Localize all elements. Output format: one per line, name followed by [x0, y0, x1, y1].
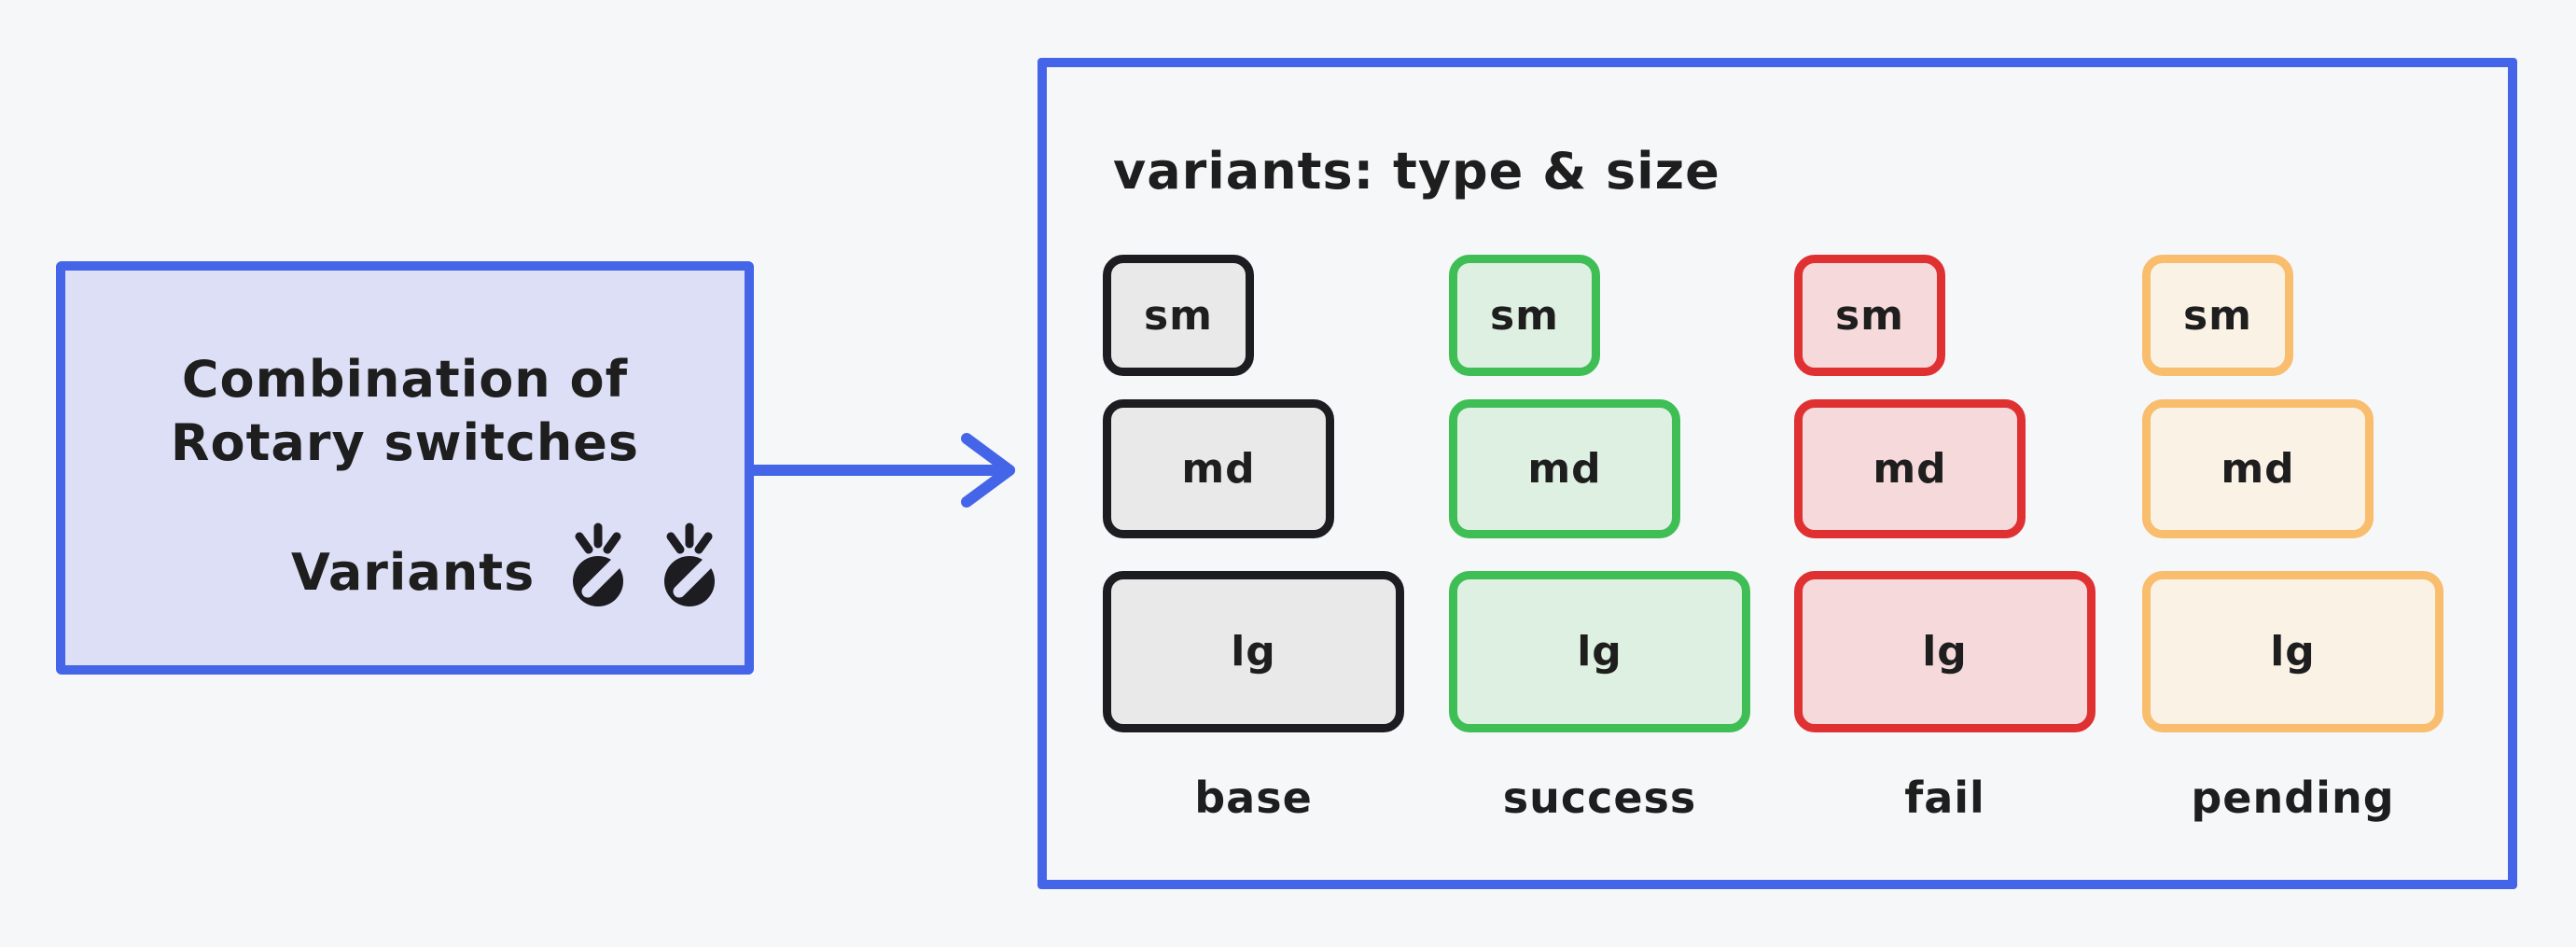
panel-title: variants: type & size	[1113, 142, 1720, 201]
rotary-knob-icon	[664, 522, 716, 606]
column-label-fail: fail	[1904, 773, 1985, 823]
left-card-title-line1: Combination of	[181, 350, 629, 409]
arrow-right-connector	[750, 433, 1015, 508]
switch-fail-lg: lg	[1794, 571, 2096, 732]
variants-panel: variants: type & size sm md lg base sm m…	[1037, 58, 2517, 889]
switch-success-lg: lg	[1449, 571, 1750, 732]
variant-column-fail: sm md lg fail	[1794, 67, 2096, 880]
left-card: Combination of Rotary switches Variants	[56, 261, 754, 675]
switch-success-sm: sm	[1449, 255, 1600, 376]
variant-column-pending: sm md lg pending	[2142, 67, 2444, 880]
left-card-subtitle: Variants	[291, 542, 536, 602]
column-label-success: success	[1502, 773, 1697, 823]
switch-base-md: md	[1103, 399, 1334, 538]
switch-pending-md: md	[2142, 399, 2374, 538]
switch-pending-lg: lg	[2142, 571, 2444, 732]
switch-fail-sm: sm	[1794, 255, 1945, 376]
switch-base-lg: lg	[1103, 571, 1404, 732]
left-card-variants-row: Variants	[291, 520, 717, 609]
column-label-pending: pending	[2191, 773, 2395, 823]
switch-success-md: md	[1449, 399, 1680, 538]
switch-fail-md: md	[1794, 399, 2026, 538]
switch-base-sm: sm	[1103, 255, 1254, 376]
variant-column-success: sm md lg success	[1449, 67, 1750, 880]
switch-pending-sm: sm	[2142, 255, 2293, 376]
variant-column-base: sm md lg base	[1103, 67, 1404, 880]
column-label-base: base	[1194, 773, 1313, 823]
left-card-title: Combination of Rotary switches	[65, 348, 745, 475]
rotary-knob-icon	[573, 522, 624, 606]
left-card-title-line2: Rotary switches	[170, 413, 640, 472]
